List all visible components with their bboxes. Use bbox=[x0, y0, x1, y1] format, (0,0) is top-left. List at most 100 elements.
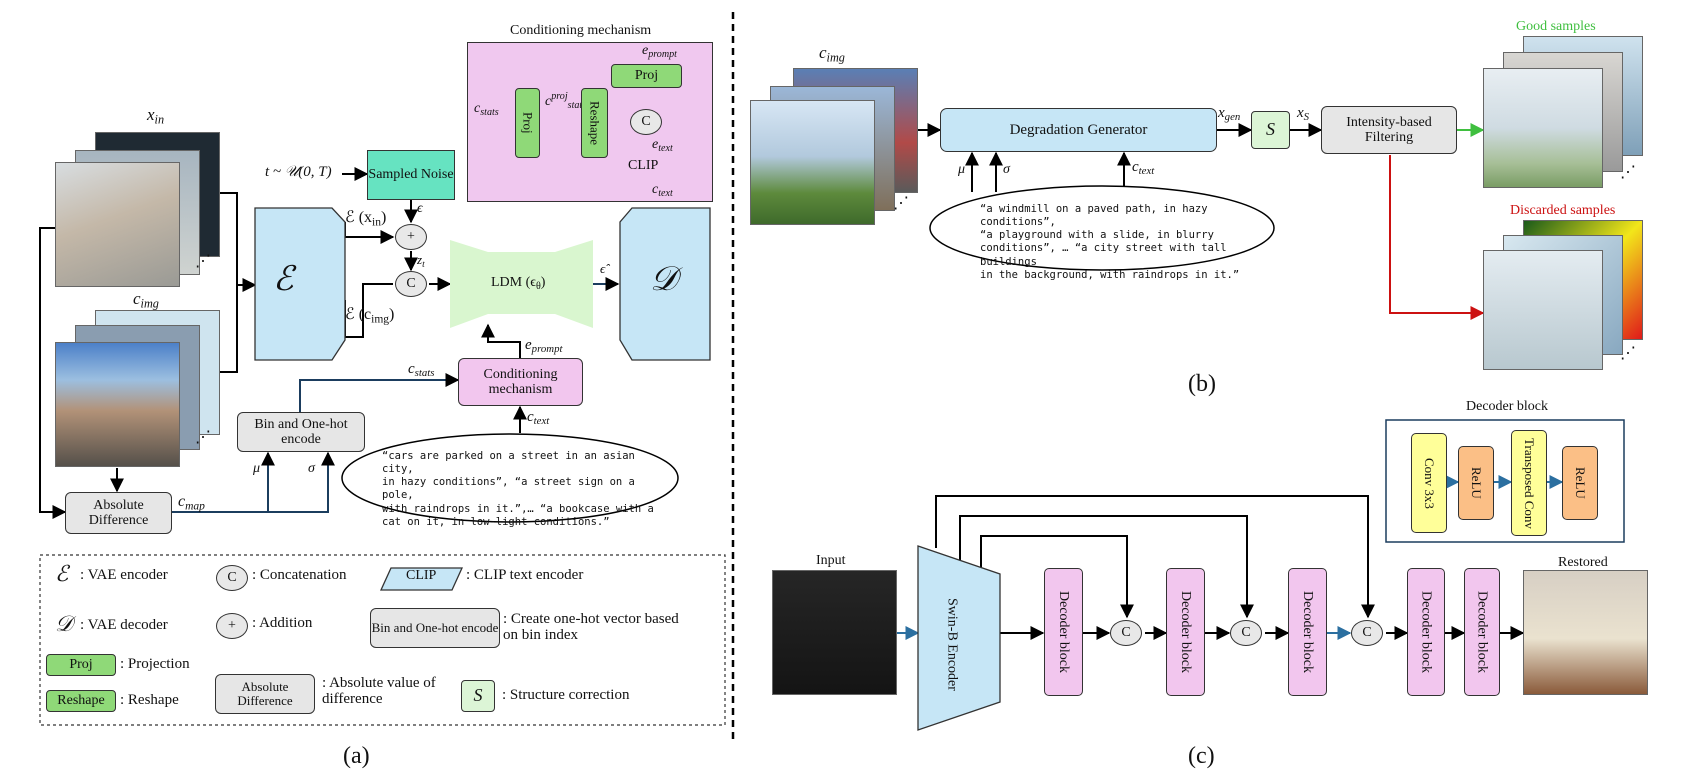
vae-encoder-shape bbox=[254, 207, 346, 361]
legend-absdiff-text: : Absolute value of difference bbox=[322, 675, 436, 707]
cond-reshape-box: Reshape bbox=[581, 88, 608, 158]
legend-clip-swatch: CLIP bbox=[406, 568, 437, 583]
legend-encoder-text: : VAE encoder bbox=[80, 567, 168, 583]
sampled-noise-box: Sampled Noise bbox=[367, 150, 455, 200]
intensity-filter-box: Intensity-based Filtering bbox=[1321, 106, 1457, 154]
cond-concat-node: C bbox=[630, 109, 662, 135]
swin-encoder-label: Swin-B Encoder bbox=[944, 598, 960, 691]
xs-label: xS bbox=[1297, 105, 1310, 124]
legend-concat-text: : Concatenation bbox=[252, 567, 347, 583]
legend-absdiff-swatch: Absolute Difference bbox=[215, 674, 315, 714]
cond-etext-label: etext bbox=[652, 137, 673, 155]
ctext-label-b: ctext bbox=[1132, 159, 1155, 178]
skip-concat-3: C bbox=[1351, 620, 1383, 646]
input-image bbox=[772, 570, 897, 695]
ldm-shape bbox=[450, 240, 593, 328]
decoder-symbol: 𝒟 bbox=[650, 261, 678, 298]
xin-more-dots: ⋰ bbox=[195, 253, 211, 270]
prompt-cloud-a bbox=[341, 433, 679, 523]
cimg-more-dots: ⋰ bbox=[195, 429, 211, 446]
absolute-difference-box: Absolute Difference bbox=[65, 492, 172, 534]
epsilon-label: ϵ bbox=[417, 201, 423, 216]
xgen-label: xgen bbox=[1218, 105, 1241, 124]
good-samples-label: Good samples bbox=[1516, 19, 1596, 34]
relu-box-1: ReLU bbox=[1458, 446, 1494, 520]
ldm-label: LDM (ϵθ) bbox=[491, 275, 546, 293]
relu-box-2: ReLU bbox=[1562, 446, 1598, 520]
panel-label-c: (c) bbox=[1188, 743, 1215, 769]
encoder-symbol: ℰ bbox=[273, 261, 294, 298]
decoder-block-2: Decoder block bbox=[1166, 568, 1205, 696]
cimg-b-more-dots: ⋰ bbox=[893, 195, 909, 212]
skip-concat-2: C bbox=[1230, 620, 1262, 646]
cond-cstats-label: cstats bbox=[474, 101, 499, 119]
legend-add-swatch: + bbox=[216, 613, 248, 639]
legend-add-text: : Addition bbox=[252, 615, 313, 631]
cond-proj-top-box: Proj bbox=[611, 64, 682, 88]
skip-concat-1: C bbox=[1110, 620, 1142, 646]
restored-image bbox=[1523, 570, 1648, 695]
legend-decoder-symbol: 𝒟 bbox=[55, 611, 73, 636]
addition-node: + bbox=[395, 224, 427, 250]
legend-s-text: : Structure correction bbox=[502, 687, 630, 703]
eprompt-label-a: eprompt bbox=[525, 337, 563, 356]
concat-node: C bbox=[395, 271, 427, 297]
panel-label-b: (b) bbox=[1188, 371, 1216, 397]
cstats-label-a: cstats bbox=[408, 361, 435, 380]
enc-cimg-label: ℰ (cimg) bbox=[345, 306, 395, 326]
legend-decoder-text: : VAE decoder bbox=[80, 617, 168, 633]
decoder-block-3: Decoder block bbox=[1288, 568, 1327, 696]
cimg-label-b: cimg bbox=[819, 43, 845, 65]
decoder-block-4: Decoder block bbox=[1407, 568, 1445, 696]
conv3x3-box: Conv 3x3 bbox=[1411, 433, 1447, 533]
cond-inset-title: Conditioning mechanism bbox=[510, 23, 652, 38]
transposed-conv-box: Transposed Conv bbox=[1511, 430, 1547, 536]
discarded-samples-label: Discarded samples bbox=[1510, 203, 1616, 218]
vae-decoder-shape bbox=[619, 207, 711, 361]
decoder-block-5: Decoder block bbox=[1464, 568, 1500, 696]
cond-ctext-label: ctext bbox=[652, 182, 673, 200]
bin-onehot-box: Bin and One-hot encode bbox=[237, 412, 365, 452]
decoder-block-frame bbox=[1385, 419, 1625, 543]
cimg-image bbox=[55, 342, 180, 467]
input-label: Input bbox=[816, 553, 846, 568]
legend-bin-text: : Create one-hot vector based on bin ind… bbox=[503, 611, 679, 643]
legend-proj-text: : Projection bbox=[120, 656, 190, 672]
good-sample-front bbox=[1483, 68, 1603, 188]
xin-label: xin bbox=[147, 105, 165, 127]
mu-label-a: μ bbox=[253, 461, 261, 476]
legend-encoder-symbol: ℰ bbox=[55, 561, 69, 586]
legend-s-swatch: S bbox=[461, 680, 495, 712]
legend-reshape-swatch: Reshape bbox=[46, 690, 116, 712]
discarded-more-dots: ⋰ bbox=[1620, 345, 1636, 362]
good-more-dots: ⋰ bbox=[1620, 164, 1636, 181]
degradation-generator-box: Degradation Generator bbox=[940, 108, 1217, 152]
prompt-cloud-b bbox=[929, 185, 1275, 271]
mu-label-b: μ bbox=[958, 162, 966, 177]
enc-xin-label: ℰ (xin) bbox=[345, 209, 387, 229]
zt-label: zt bbox=[417, 252, 425, 270]
decoder-block-title: Decoder block bbox=[1466, 399, 1549, 414]
ctext-label-a: ctext bbox=[527, 409, 550, 428]
structure-correction-box: S bbox=[1251, 111, 1290, 149]
cmap-label: cmap bbox=[178, 493, 205, 513]
legend-frame bbox=[39, 554, 726, 726]
decoder-block-1: Decoder block bbox=[1044, 568, 1083, 696]
cond-eprompt-label: eprompt bbox=[642, 43, 677, 61]
cond-clip-label: CLIP bbox=[628, 158, 659, 173]
conditioning-mechanism-box: Conditioning mechanism bbox=[458, 358, 583, 406]
legend-clip-text: : CLIP text encoder bbox=[466, 567, 584, 583]
legend-concat-swatch: C bbox=[216, 565, 248, 591]
cond-cproj-label: cprojstats bbox=[545, 91, 587, 112]
sigma-label-a: σ bbox=[308, 461, 315, 476]
cimg-label: cimg bbox=[133, 289, 159, 311]
cimg-b-windmill bbox=[750, 100, 875, 225]
legend-bin-swatch: Bin and One-hot encode bbox=[370, 608, 500, 648]
xin-image bbox=[55, 162, 180, 287]
swin-encoder-shape bbox=[917, 545, 1001, 731]
legend-proj-swatch: Proj bbox=[46, 654, 116, 676]
eps-hat-label: ϵ̂ bbox=[600, 261, 606, 276]
legend-reshape-text: : Reshape bbox=[120, 692, 179, 708]
